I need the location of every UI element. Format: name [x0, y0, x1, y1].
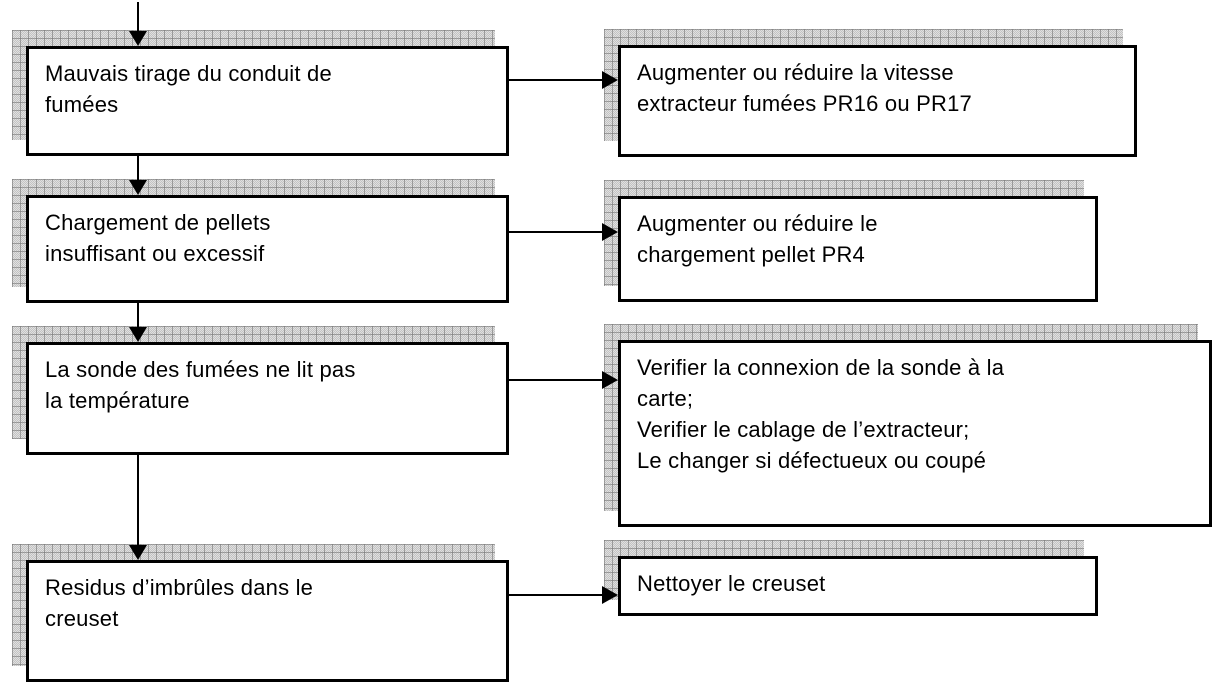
solution-box-3: Verifier la connexion de la sonde à la c… — [618, 340, 1212, 527]
solution-text-2: Augmenter ou réduire le chargement pelle… — [637, 211, 878, 267]
problem-box-2: Chargement de pellets insuffisant ou exc… — [26, 195, 509, 303]
problem-text-4: Residus d’imbrûles dans le creuset — [45, 575, 314, 631]
connector-line — [509, 79, 603, 81]
down-arrow-icon — [129, 31, 147, 46]
solution-text-3: Verifier la connexion de la sonde à la c… — [637, 355, 1005, 473]
problem-box-3: La sonde des fumées ne lit pas la tempér… — [26, 342, 509, 455]
right-arrow-icon — [602, 71, 618, 89]
down-arrow-icon — [129, 327, 147, 342]
solution-box-4: Nettoyer le creuset — [618, 556, 1098, 616]
incoming-arrow-line — [137, 2, 139, 32]
problem-box-1: Mauvais tirage du conduit de fumées — [26, 46, 509, 156]
problem-box-4: Residus d’imbrûles dans le creuset — [26, 560, 509, 682]
problem-text-1: Mauvais tirage du conduit de fumées — [45, 61, 332, 117]
right-arrow-icon — [602, 586, 618, 604]
connector-line — [509, 231, 603, 233]
connector-line — [137, 303, 139, 329]
connector-line — [509, 594, 603, 596]
right-arrow-icon — [602, 223, 618, 241]
connector-line — [137, 455, 139, 547]
solution-text-4: Nettoyer le creuset — [637, 571, 826, 596]
solution-box-1: Augmenter ou réduire la vitesse extracte… — [618, 45, 1137, 157]
problem-text-3: La sonde des fumées ne lit pas la tempér… — [45, 357, 356, 413]
solution-box-2: Augmenter ou réduire le chargement pelle… — [618, 196, 1098, 302]
problem-text-2: Chargement de pellets insuffisant ou exc… — [45, 210, 271, 266]
connector-line — [137, 156, 139, 182]
down-arrow-icon — [129, 180, 147, 195]
solution-text-1: Augmenter ou réduire la vitesse extracte… — [637, 60, 972, 116]
connector-line — [509, 379, 603, 381]
right-arrow-icon — [602, 371, 618, 389]
down-arrow-icon — [129, 545, 147, 560]
